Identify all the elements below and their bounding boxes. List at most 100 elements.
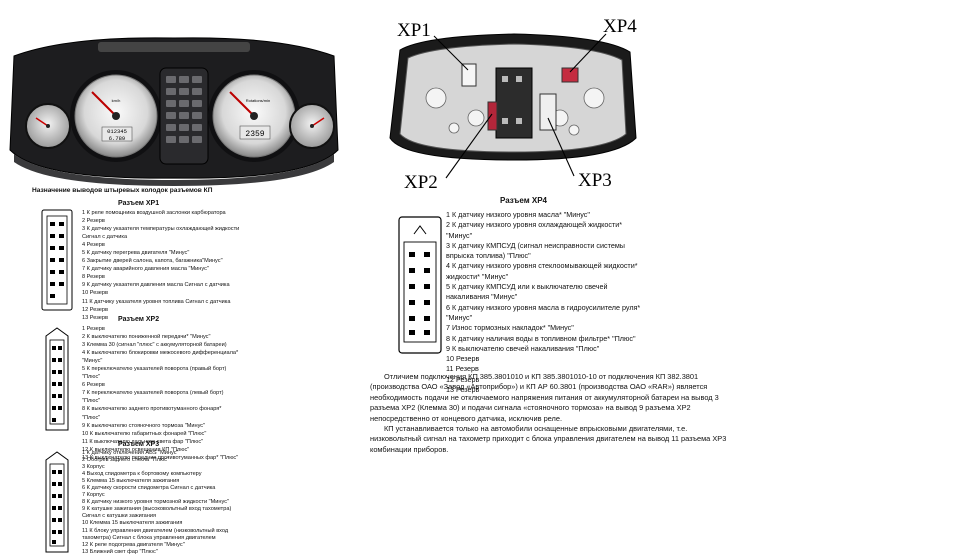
xp4-connector-icon [398,216,442,354]
connection-note: Отличием подключения КП 385.3801010 и КП… [370,372,732,455]
xp4-pin: жидкости* "Минус" [446,271,509,281]
xp4-pin: 12 Резерв [446,374,480,384]
xp3-pin: 4 Выход спидометра к бортовому компьютер… [82,471,202,478]
xp3-title: Разъем XP3 [118,441,160,448]
xp4-pin-list: 1 К датчику низкого уровня масла* "Минус… [446,210,640,395]
xp2-pin: 12 К выключателю освещения КП "Плюс" [82,446,190,453]
xp2-pin: 4 К выключателю блокировки межосевого ди… [82,350,239,357]
xp2-label: XP2 [404,172,438,193]
xp1-pin: Сигнал с датчика [82,234,128,241]
clock-display [239,125,271,140]
xp4-pin: 9 К выключателю свечей накаливания "Плюс… [446,343,600,353]
xp1-pin: 8 Резерв [82,274,105,281]
xp3-pin: 7 Корпус [82,492,105,499]
speed-unit-label: km/h [112,98,121,103]
xp3-pin: 2 Обогрев заднего стекла "Плюс" [82,457,169,464]
xp2-pin: 10 К выключателю габаритных фонарей "Плю… [82,430,207,437]
xp2-connector-icon [45,327,69,431]
xp1-title: Разъем XP1 [118,200,160,207]
xp4-pin: 7 Износ тормозных накладок* "Минус" [446,323,574,333]
xp1-label: XP1 [397,20,431,41]
odometer-display [101,126,133,142]
xp2-pin: 1 Резерв [82,326,105,332]
xp1-connector-icon [41,209,73,311]
instrument-cluster-illustration: km/h 012345 6.789 Rotations/min 2359 [9,37,339,186]
xp3-pin: 13 Ближний свет фар "Плюс" [82,548,158,555]
xp4-pin: накаливания "Минус" [446,292,518,302]
xp4-pin: 3 К датчику КМПСУД (сигнал неисправности… [446,240,625,250]
xp3-pin: тахометра) Сигнал с блока управления дви… [82,534,216,541]
xp4-title: Разъем XP4 [500,196,547,205]
xp3-pin: 1 К датчику отключения ABS "Минус" [82,450,179,456]
xp1-socket [461,63,477,87]
xp1-pin: 10 Резерв [82,290,108,297]
xp1-pin: 2 Резерв [82,218,105,225]
xp2-socket [487,101,498,131]
xp4-pin: 2 К датчику низкого уровня охлаждающей ж… [446,220,623,230]
xp2-pin: 11 К выключателю дальнего света фар "Плю… [82,438,204,445]
fuel-gauge [289,103,335,149]
xp3-connector-icon [45,451,69,553]
xp4-pin: 8 К датчику наличия воды в топливном фил… [446,333,636,343]
xp4-pin: 10 Резерв [446,354,480,364]
xp1-pin: 1 К реле помощника воздушной заслонки ка… [82,210,226,216]
xp4-label: XP4 [603,16,637,37]
xp3-pin: 3 Корпус [82,464,105,471]
xp4-socket [561,67,579,83]
back-center-board [495,67,533,139]
xp3-pin: 10 Клемма 15 выключателя зажигания [82,520,183,527]
xp4-pin: "Минус" [446,230,473,240]
temperature-gauge [25,103,71,149]
xp3-pin: 11 К блоку управления двигателем (низков… [82,527,229,534]
xp4-pin: 11 Резерв [446,364,479,374]
pinout-main-title: Назначение выводов штыревых колодок разъ… [32,187,213,194]
xp3-pin: 6 К датчику скорости спидометра Сигнал с… [82,485,216,492]
xp2-pin: 2 К выключателю пониженной передачи* "Ми… [82,334,211,341]
xp2-title: Разъем XP2 [118,316,160,323]
cluster-top-bar [98,42,250,52]
xp3-pin: 8 К датчику низкого уровня тормозной жид… [82,499,229,506]
xp2-pin: 9 К выключателю стояночного тормоза "Мин… [82,422,206,429]
xp4-pin: 13 Резерв [446,385,480,395]
xp2-pin: 5 К переключателю указателей поворота (п… [82,366,227,373]
note-paragraph-2: КП устанавливается только на автомобили … [370,424,727,454]
xp1-pin: 13 Резерв [82,314,108,321]
xp1-pin: 9 К датчику указателя давления масла Сиг… [82,282,230,289]
xp3-socket [539,93,557,131]
trip-value: 6.789 [109,135,126,142]
xp1-pin: 3 К датчику указателя температуры охлажд… [82,226,240,233]
xp2-pin: 7 К переключателю указателей поворота (л… [82,390,224,397]
xp2-pin: "Плюс" [82,414,101,421]
xp2-pin-list: 1 Резерв 2 К выключателю пониженной пере… [82,325,238,462]
clock-value: 2359 [245,130,264,139]
xp1-pin: 7 К датчику аварийного давления масла "М… [82,266,209,273]
tach-unit-label: Rotations/min [246,98,270,103]
xp3-pin: 5 Клемма 15 выключателя зажигания [82,478,180,485]
xp1-pin: 12 Резерв [82,306,108,313]
xp4-pin: 5 К датчику КМПСУД или к выключателю све… [446,282,608,292]
xp2-pin: "Плюс" [82,398,101,405]
xp4-pin: "Минус" [446,312,473,322]
xp3-pin-list: 1 К датчику отключения ABS "Минус" 2 Обо… [82,450,231,556]
note-paragraph-1: Отличием подключения КП 385.3801010 и КП… [370,372,719,423]
xp2-pin: 6 Резерв [82,382,105,389]
xp3-pin: Сигнал с катушки зажигания [82,513,156,520]
xp3-pin: 9 К катушке зажигания (высоковольтный вх… [82,506,232,513]
xp3-pin: 12 К реле подогрева двигателя "Минус" [82,541,185,548]
xp1-pin-list: 1 К реле помощника воздушной заслонки ка… [82,209,239,322]
cluster-back-view [389,33,637,179]
xp4-pin: впрыска топлива) "Плюс" [446,251,531,261]
xp1-pin: 4 Резерв [82,242,105,249]
tachometer-dial: Rotations/min 2359 [208,70,300,162]
xp2-pin: "Минус" [82,358,103,365]
xp1-pin: 11 К датчику указателя уровня топлива Си… [82,298,231,305]
xp1-pin: 5 К датчику перегрева двигателя "Минус" [82,250,190,257]
xp4-pin: 4 К датчику низкого уровня стеклоомывающ… [446,261,638,271]
xp4-pin: 6 К датчику низкого уровня масла в гидро… [446,302,641,312]
xp4-pin: 1 К датчику низкого уровня масла* "Минус… [446,210,590,219]
xp1-pin: 6 Закрытие дверей салона, капота, багажн… [82,258,223,265]
xp2-pin: 13 К выключателю передних противотуманны… [82,454,239,461]
xp2-pin: 8 К выключателю заднего противотуманного… [82,406,222,413]
speedometer-dial: km/h 012345 6.789 [70,70,162,162]
xp3-label: XP3 [578,170,612,191]
